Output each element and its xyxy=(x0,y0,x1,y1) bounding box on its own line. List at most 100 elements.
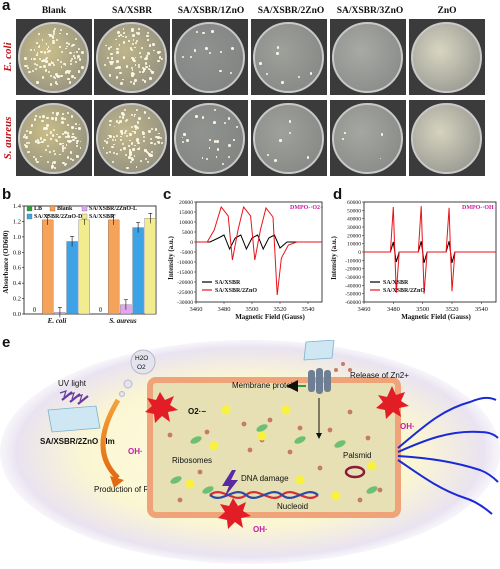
x-axis-label: Magnetic Field (Gauss) xyxy=(401,313,471,321)
zinc-ion xyxy=(331,491,341,501)
petri-dish xyxy=(332,22,403,93)
y-tick-label: 0 xyxy=(358,250,361,256)
ribosomes-label: Ribosomes xyxy=(172,456,212,465)
column-label-3zno: SA/XSBR/3ZnO xyxy=(336,6,404,16)
zn-ion-dot xyxy=(348,368,352,372)
zn-ion-dot xyxy=(334,368,338,372)
y-tick-label: 0.4 xyxy=(13,280,22,287)
row-label-saureus: S. aureus xyxy=(2,116,14,160)
membrane-protein-label: Membrane protein xyxy=(232,381,297,390)
ribosome-dot xyxy=(177,497,183,503)
bar xyxy=(66,241,78,315)
ros-arrow xyxy=(100,398,121,480)
zinc-ion xyxy=(295,475,305,485)
petri-dish xyxy=(253,22,324,93)
y-tick-label: -40000 xyxy=(345,283,361,289)
x-tick-label: 3520 xyxy=(446,306,459,313)
x-tick-label: E. coli xyxy=(47,317,67,325)
y-tick-label: 20000 xyxy=(179,200,193,206)
legend-label: SA/XSBR xyxy=(383,280,409,286)
oh-radical-left: OH· xyxy=(128,447,143,456)
bar xyxy=(42,219,54,315)
petri-dish-photo xyxy=(330,100,406,176)
lightning-icon xyxy=(222,470,238,498)
series-line xyxy=(364,206,496,294)
y-tick-label: 0.0 xyxy=(13,311,21,318)
small-bubble xyxy=(123,379,133,389)
y-tick-label: -10000 xyxy=(345,258,361,264)
superoxide-label: O2·− xyxy=(188,407,206,416)
y-axis-label: Intensity (a.u.) xyxy=(167,235,175,279)
y-tick-label: 50000 xyxy=(347,208,361,214)
zn-ion-dot xyxy=(341,362,345,366)
petri-dish-photo xyxy=(16,19,92,95)
x-tick-label: S. aureus xyxy=(109,317,137,325)
y-tick-label: 10000 xyxy=(179,220,193,226)
cell-particles xyxy=(167,362,383,503)
y-tick-label: -60000 xyxy=(345,300,361,306)
ribosome-dot xyxy=(267,417,273,423)
x-tick-label: 3500 xyxy=(416,306,429,313)
epr-chart-superoxide: -30000-25000-20000-15000-10000-500005000… xyxy=(167,200,324,321)
x-tick-label: 3460 xyxy=(358,306,371,313)
bar xyxy=(144,218,156,315)
petri-dish xyxy=(174,103,245,174)
uv-light-label: UV light xyxy=(58,379,87,388)
bacterial-cell xyxy=(147,377,401,518)
y-tick-label: 1.2 xyxy=(13,218,21,225)
legend-label: SA/XSBR/2ZnO-L xyxy=(89,206,137,212)
y-tick-label: 40000 xyxy=(347,217,361,223)
nucleoid-label: Nucleoid xyxy=(277,502,308,511)
row-label-ecoli: E. coli xyxy=(2,42,14,72)
petri-dish-photo xyxy=(251,100,327,176)
spin-trap-tag: DMPO-·O2− xyxy=(290,205,324,211)
zn-release-label: Release of Zn2+ xyxy=(350,371,409,380)
y-tick-label: -20000 xyxy=(177,280,193,286)
ribosome-dot xyxy=(297,425,303,431)
legend-label: SA/XSBR xyxy=(89,214,115,220)
legend-swatch xyxy=(26,205,33,212)
flagella-icon xyxy=(397,396,499,515)
ribosome-dot xyxy=(317,465,323,471)
y-tick-label: -10000 xyxy=(177,260,193,266)
petri-dish-photo xyxy=(172,100,248,176)
petri-dish-photo xyxy=(94,100,170,176)
x-tick-label: 3460 xyxy=(190,306,203,313)
zinc-ion xyxy=(185,479,195,489)
column-label-zno: ZnO xyxy=(437,6,457,16)
dna-strand-icon xyxy=(209,491,319,499)
y-tick-label: 10000 xyxy=(347,242,361,248)
ribosome-dot xyxy=(327,427,333,433)
ribosome-dot xyxy=(347,409,353,415)
column-label-2zno: SA/XSBR/2ZnO xyxy=(257,6,325,16)
panel-letter-a: a xyxy=(2,0,11,14)
ribosome-dot xyxy=(167,432,173,438)
series-line xyxy=(196,205,322,296)
zinc-ion xyxy=(209,441,219,451)
ribosome-dot xyxy=(287,449,293,455)
cell-organelle xyxy=(256,424,268,432)
x-tick-label: 3520 xyxy=(274,306,287,313)
y-tick-label: 60000 xyxy=(347,200,361,206)
legend-label: SA/XSBR/2ZnO xyxy=(383,288,425,294)
legend-label: LB xyxy=(34,206,42,212)
y-tick-label: -30000 xyxy=(345,275,361,281)
uv-light-icon xyxy=(59,390,89,405)
petri-dish-photo xyxy=(172,19,248,95)
bar xyxy=(108,219,120,315)
cell-organelle xyxy=(366,486,378,494)
legend-label: SA/XSBR/2ZnO xyxy=(215,288,257,294)
cell-organelle xyxy=(202,486,214,494)
y-tick-label: -5000 xyxy=(180,250,193,256)
x-tick-label: 3540 xyxy=(475,306,488,313)
y-tick-label: 20000 xyxy=(347,233,361,239)
oh-radical-right: OH· xyxy=(400,422,415,431)
y-tick-label: 15000 xyxy=(179,210,193,216)
panel-letter-b: b xyxy=(2,186,12,203)
petri-dish-photo xyxy=(251,19,327,95)
cell-organelle xyxy=(294,436,306,444)
zero-marker: 0 xyxy=(99,306,103,314)
ribosome-dot xyxy=(247,447,253,453)
petri-dish-photo xyxy=(94,19,170,95)
